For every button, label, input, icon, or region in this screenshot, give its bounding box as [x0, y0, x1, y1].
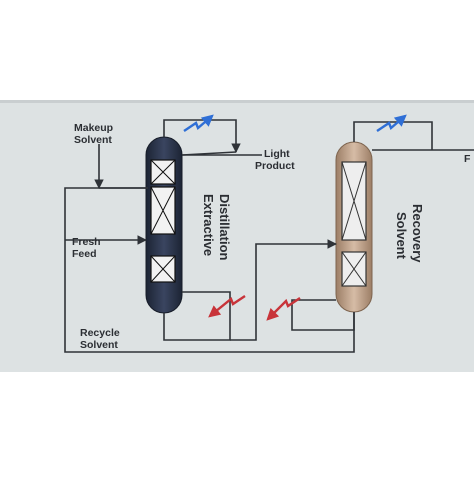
reboiler-2-arrow [266, 297, 301, 321]
column1-name-line1: Extractive [201, 194, 216, 256]
column1-name: Extractive Distillation [201, 194, 232, 261]
condenser-2-arrow [376, 114, 407, 132]
recycle-solvent-line [98, 180, 100, 188]
light-product-label-line1: Light [264, 148, 290, 160]
packing-section-bottom [150, 255, 176, 283]
packing-section-top [150, 159, 176, 185]
col2-overhead-line [353, 121, 433, 150]
recycle-return-line [64, 187, 355, 353]
recycle-solvent-label-line2: Solvent [80, 339, 118, 351]
col1-to-col2-line [230, 239, 337, 341]
light-product-label-line2: Product [255, 160, 295, 172]
col1-overhead-line [163, 119, 241, 153]
packing-section-upper [341, 161, 367, 241]
column2-name: Solvent Recovery [394, 204, 425, 263]
fresh-feed-label-line1: Fresh [72, 236, 101, 248]
cut-off-right-label: F [464, 153, 471, 165]
process-lines [64, 119, 474, 353]
fresh-feed-label-line2: Feed [72, 248, 97, 260]
makeup-solvent-label-line2: Solvent [74, 134, 112, 146]
column1-name-line2: Distillation [217, 194, 232, 261]
column2-name-line2: Recovery [410, 204, 425, 263]
packing-section-middle [150, 186, 176, 235]
packing-section-lower [341, 251, 367, 287]
condenser-1-arrow [183, 114, 214, 132]
solvent-recovery-column [335, 141, 373, 313]
column2-name-line1: Solvent [394, 212, 409, 260]
col2-bottoms-line [291, 299, 355, 331]
reboiler-1-arrow [208, 295, 246, 318]
recycle-solvent-label-line1: Recycle [80, 327, 120, 339]
makeup-solvent-label-line1: Makeup [74, 122, 113, 134]
extractive-distillation-column [145, 136, 183, 314]
